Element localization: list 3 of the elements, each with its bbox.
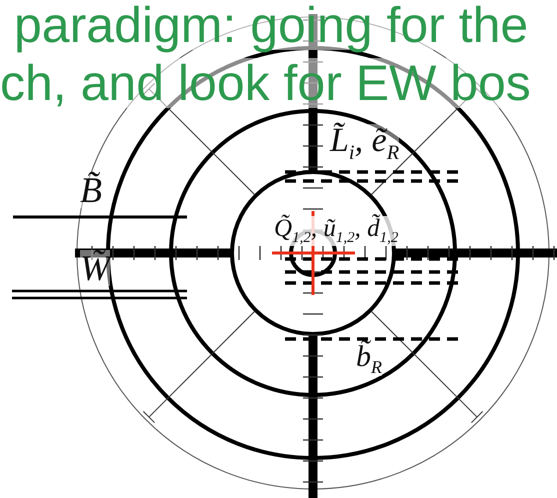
math-label: b̃$_{R}$ [356, 342, 382, 376]
math-label: Q̃$_{1,2}$, ũ$_{1,2}$, d̃$_{1,2}$ [274, 216, 398, 246]
math-label: B̃ [80, 172, 102, 208]
